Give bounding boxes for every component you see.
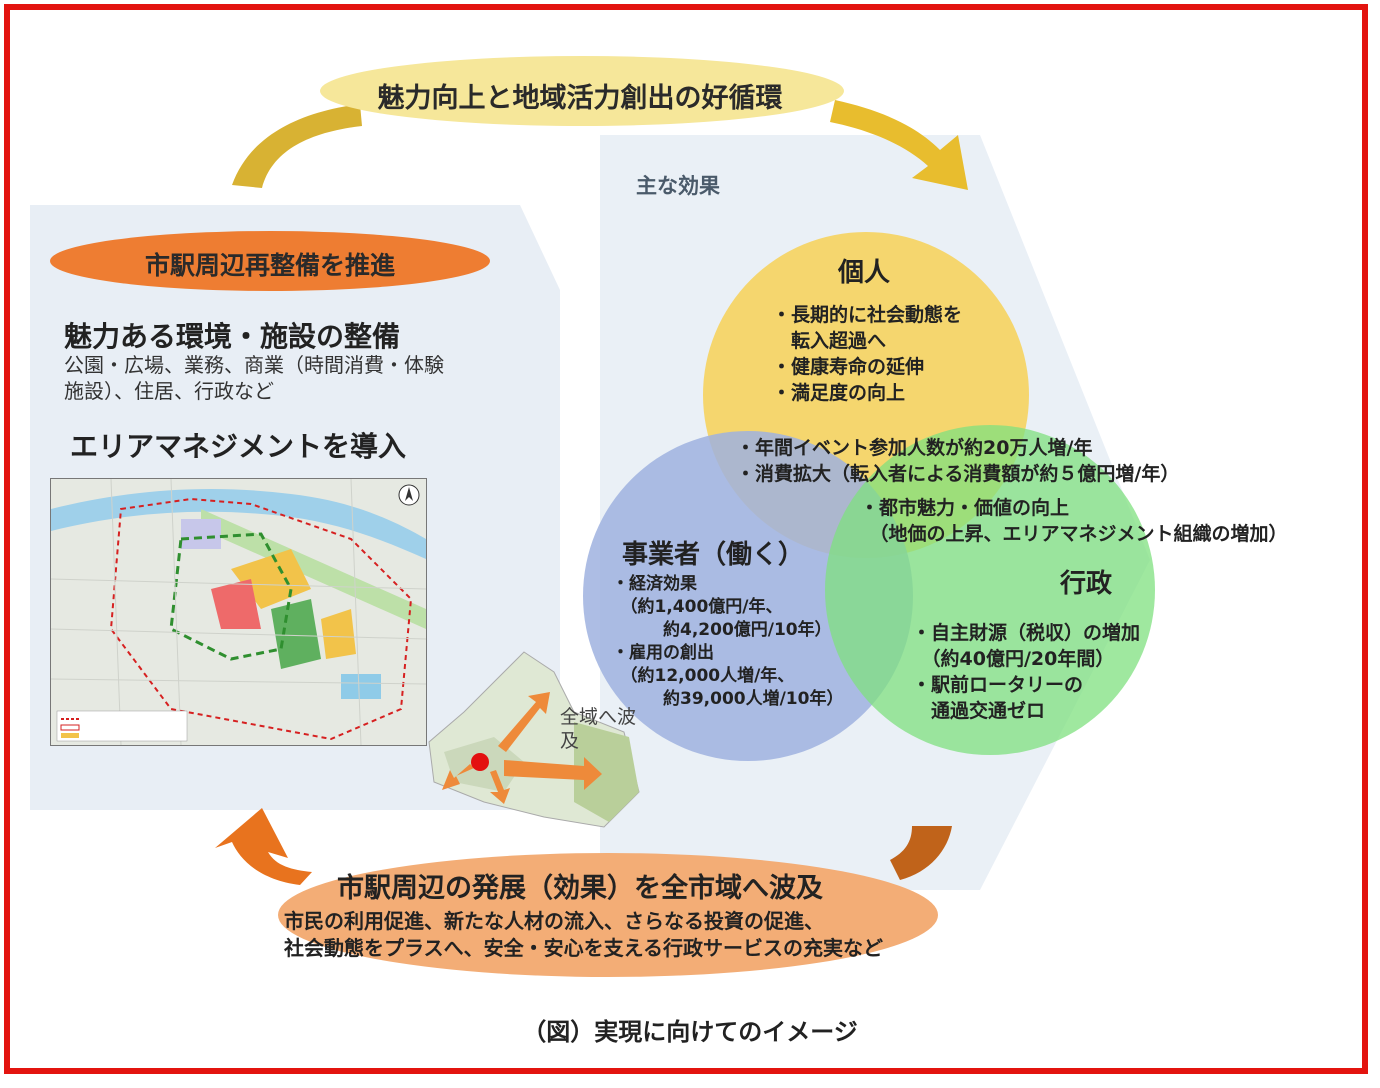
overlap-all-item: ・都市魅力・価値の向上 — [860, 497, 1070, 519]
area-map-drawing — [51, 479, 426, 745]
env-body: 公園・広場、業務、商業（時間消費・体験施設）、住居、行政など — [64, 353, 444, 403]
individual-item: ・長期的に社会動態を — [772, 304, 963, 326]
admin-item: 通過交通ゼロ — [912, 700, 1046, 722]
effects-label: 主な効果 — [636, 174, 720, 198]
wave-line: 社会動態をプラスへ、安全・安心を支える行政サービスの充実など — [284, 936, 883, 960]
business-items: ・経済効果 （約1,400億円/年、 約4,200億円/10年） ・雇用の創出 … — [612, 573, 843, 711]
station-marker — [471, 753, 489, 771]
area-map-image — [50, 478, 427, 746]
business-title: 事業者（働く） — [622, 540, 805, 570]
individual-item: ・満足度の向上 — [772, 382, 906, 404]
city-mini-map — [428, 651, 640, 828]
top-cycle-pill — [320, 56, 844, 126]
cycle-arrow-top-left — [232, 104, 362, 188]
business-item: 約4,200億円/10年） — [612, 620, 832, 640]
admin-circle — [825, 425, 1155, 755]
wave-pill — [278, 853, 938, 977]
figure-caption: （図）実現に向けてのイメージ — [522, 1017, 858, 1046]
individual-item: 転入超過へ — [772, 330, 887, 352]
admin-item: ・駅前ロータリーの — [912, 674, 1084, 696]
overlap-item: ・消費拡大（転入者による消費額が約５億円増/年） — [736, 463, 1180, 485]
wave-arrow-right — [504, 757, 602, 790]
business-item: ・経済効果 — [612, 574, 697, 594]
orange-pill — [50, 231, 490, 291]
admin-items: ・自主財源（税収）の増加 （約40億円/20年間） ・駅前ロータリーの 通過交通… — [912, 620, 1140, 724]
cycle-arrow-bottom-left — [215, 808, 312, 885]
admin-item: （約40億円/20年間） — [912, 648, 1115, 670]
business-item: （約1,400億円/年、 — [612, 597, 783, 617]
promote-redevelopment-label: 市駅周辺再整備を推進 — [144, 251, 395, 280]
business-circle — [583, 431, 913, 761]
individual-item: ・健康寿命の延伸 — [772, 356, 925, 378]
business-item: ・雇用の創出 — [612, 643, 714, 663]
individual-title: 個人 — [838, 258, 891, 288]
business-item: 約39,000人増/10年） — [612, 689, 844, 709]
individual-items: ・長期的に社会動態を 転入超過へ ・健康寿命の延伸 ・満足度の向上 — [772, 302, 962, 406]
wave-title: 市駅周辺の発展（効果）を全市域へ波及 — [337, 873, 823, 904]
cycle-arrow-top-right — [830, 100, 968, 190]
wave-arrow-up — [498, 692, 550, 752]
overlap-all-item: （地価の上昇、エリアマネジメント組織の増加） — [860, 523, 1288, 545]
overlap-individual-business: ・年間イベント参加人数が約20万人増/年 ・消費拡大（転入者による消費額が約５億… — [736, 435, 1179, 487]
wave-line: 市民の利用促進、新たな人材の流入、さらなる投資の促進、 — [284, 909, 824, 933]
area-management-heading: エリアマネジメントを導入 — [70, 430, 407, 463]
business-item: （約12,000人増/年、 — [612, 666, 795, 686]
cycle-top-label: 魅力向上と地域活力創出の好循環 — [377, 83, 783, 114]
overlap-all: ・都市魅力・価値の向上 （地価の上昇、エリアマネジメント組織の増加） — [860, 495, 1288, 547]
cycle-arrow-bottom-right — [890, 826, 952, 880]
overlap-item: ・年間イベント参加人数が約20万人増/年 — [736, 437, 1093, 459]
env-heading: 魅力ある環境・施設の整備 — [64, 320, 401, 353]
admin-item: ・自主財源（税収）の増加 — [912, 622, 1141, 644]
wave-body: 市民の利用促進、新たな人材の流入、さらなる投資の促進、 社会動態をプラスへ、安全… — [284, 908, 883, 962]
mini-map-label: 全域へ波及 — [560, 706, 637, 752]
admin-title: 行政 — [1060, 569, 1113, 599]
figure-frame — [4, 4, 1368, 1074]
